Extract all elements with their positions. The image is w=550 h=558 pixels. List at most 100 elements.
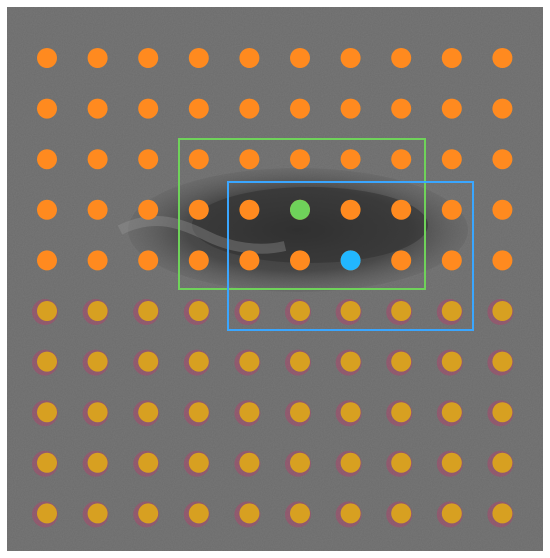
grid-point: [492, 250, 513, 271]
grid-point: [239, 351, 260, 372]
grid-point: [138, 98, 159, 119]
grid-point: [239, 452, 260, 473]
grid-point: [340, 98, 361, 119]
grid-point: [492, 48, 513, 68]
grid-point: [391, 452, 412, 473]
grid-point: [138, 301, 159, 321]
grid-point: [239, 301, 260, 321]
grid-point: [290, 452, 310, 473]
grid-point: [340, 301, 361, 321]
grid-point: [441, 402, 462, 423]
grid-point: [138, 48, 159, 68]
grid-point: [138, 351, 159, 372]
grid-point: [37, 98, 57, 119]
grid-point: [87, 48, 108, 68]
grid-point: [188, 402, 209, 423]
grid-point: [239, 98, 260, 119]
blue-marker-point: [340, 250, 361, 271]
grid-point: [138, 452, 159, 473]
grid-point: [492, 351, 513, 372]
grid-point: [37, 351, 57, 372]
grid-point: [340, 503, 361, 524]
green-bounding-box: [178, 138, 426, 290]
grid-point: [492, 199, 513, 220]
grid-point: [87, 149, 108, 170]
grid-point: [188, 149, 209, 170]
grid-point: [340, 199, 361, 220]
grid-point: [290, 402, 310, 423]
grid-point: [188, 452, 209, 473]
grid-point: [87, 503, 108, 524]
grid-point: [37, 250, 57, 271]
grid-point: [188, 503, 209, 524]
grid-point: [239, 48, 260, 68]
grid-point: [290, 503, 310, 524]
grid-point: [391, 402, 412, 423]
grid-point: [492, 503, 513, 524]
grid-point: [441, 250, 462, 271]
grid-point: [492, 98, 513, 119]
grid-point: [391, 351, 412, 372]
grid-point: [391, 199, 412, 220]
grid-point: [441, 351, 462, 372]
grid-point: [138, 402, 159, 423]
grid-point: [441, 98, 462, 119]
grid-point: [87, 402, 108, 423]
grid-point: [188, 199, 209, 220]
grid-point: [87, 351, 108, 372]
grid-point: [188, 250, 209, 271]
grid-point: [239, 199, 260, 220]
grid-point: [340, 402, 361, 423]
grid-point: [188, 48, 209, 68]
grid-point: [441, 48, 462, 68]
grid-point: [391, 301, 412, 321]
grid-point: [441, 452, 462, 473]
grid-point: [37, 452, 57, 473]
grid-point: [37, 503, 57, 524]
grid-point: [87, 250, 108, 271]
grid-point: [290, 301, 310, 321]
grid-point: [492, 402, 513, 423]
grid-point: [340, 351, 361, 372]
grid-point: [87, 98, 108, 119]
grid-point: [290, 250, 310, 271]
grid-point: [37, 402, 57, 423]
grid-point: [391, 250, 412, 271]
grid-point: [188, 98, 209, 119]
grid-point: [87, 301, 108, 321]
grid-point: [290, 48, 310, 68]
grid-point: [87, 199, 108, 220]
grid-point: [138, 149, 159, 170]
light-object-edge: [117, 215, 287, 254]
grid-point: [441, 199, 462, 220]
grid-point: [37, 48, 57, 68]
grid-point: [340, 149, 361, 170]
blue-bounding-box: [227, 181, 474, 331]
grid-point: [37, 149, 57, 170]
grid-point: [239, 250, 260, 271]
grid-point: [37, 301, 57, 321]
grid-point: [441, 301, 462, 321]
grid-point: [391, 98, 412, 119]
grid-point: [492, 452, 513, 473]
grid-point: [441, 149, 462, 170]
grid-point: [290, 98, 310, 119]
grid-point: [340, 452, 361, 473]
grid-point: [37, 199, 57, 220]
grid-point: [391, 503, 412, 524]
grid-point: [138, 250, 159, 271]
grid-point: [87, 452, 108, 473]
grid-point: [188, 351, 209, 372]
grid-point: [188, 301, 209, 321]
green-marker-point: [290, 199, 310, 220]
grid-point: [239, 503, 260, 524]
grid-point: [290, 351, 310, 372]
grid-point: [239, 149, 260, 170]
grid-point: [391, 48, 412, 68]
grid-point: [441, 503, 462, 524]
grid-point: [492, 301, 513, 321]
grid-point: [290, 149, 310, 170]
point-grid: [32, 48, 514, 528]
grid-point: [239, 402, 260, 423]
